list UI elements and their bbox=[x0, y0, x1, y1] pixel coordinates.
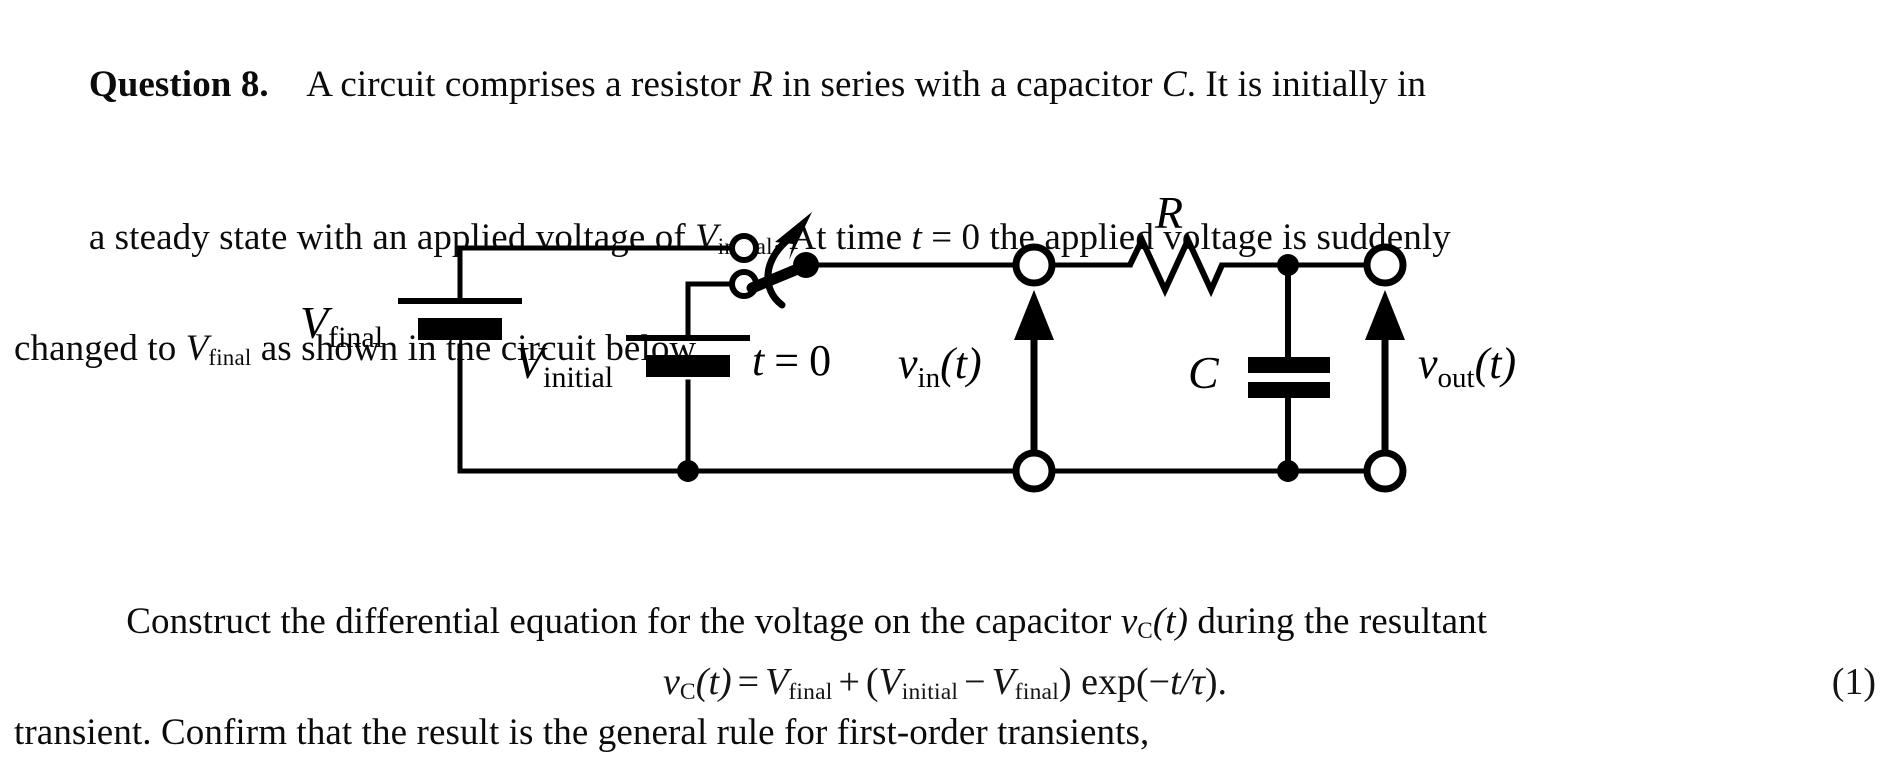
label-v-in-base: v bbox=[898, 339, 918, 388]
label-capacitor-C: C bbox=[1188, 347, 1220, 398]
port-vout-top[interactable] bbox=[1363, 243, 1407, 287]
v-final-base-inline: V bbox=[185, 328, 209, 370]
var-t-inline: t bbox=[911, 217, 922, 258]
label-v-initial: Vinitial bbox=[515, 337, 613, 394]
battery-vfinal-short-plate bbox=[418, 318, 502, 340]
eq-term2-base: V bbox=[878, 661, 902, 703]
label-v-final: Vfinal bbox=[300, 297, 383, 354]
intro-text-1a: A circuit comprises a resistor bbox=[306, 64, 751, 105]
var-C-inline: C bbox=[1161, 64, 1187, 105]
label-resistor-R: R bbox=[1154, 187, 1183, 238]
eq-term1-sub: final bbox=[788, 679, 833, 706]
intro-text-1c: . It is initially in bbox=[1186, 64, 1427, 105]
arrow-vout bbox=[1365, 290, 1405, 450]
eq-lhs-sub: C bbox=[679, 679, 696, 706]
question-label: Question 8. bbox=[88, 64, 269, 105]
eq-term2-sub: initial bbox=[901, 679, 959, 706]
arrow-vin bbox=[1014, 290, 1054, 450]
label-v-out-base: v bbox=[1418, 339, 1438, 388]
eq-term3-sub: final bbox=[1014, 679, 1059, 706]
intro-text-2a: a steady state with an applied voltage o… bbox=[88, 217, 696, 258]
switch-terminal-upper[interactable] bbox=[729, 233, 759, 263]
capacitor-plate-top bbox=[1248, 357, 1330, 373]
label-v-initial-base: V bbox=[515, 337, 548, 388]
eq-close-paren: ) bbox=[1058, 661, 1072, 703]
eq-minus: − bbox=[964, 661, 986, 703]
eq-exp-minus: − bbox=[1148, 661, 1171, 703]
arrow-vin-head bbox=[1014, 290, 1054, 340]
var-R-inline: R bbox=[750, 64, 773, 105]
label-v-in-sub: in bbox=[918, 362, 941, 394]
intro-line-3: changed to Vfinal as shown in the circui… bbox=[14, 323, 1876, 383]
label-switch-time-eq: = bbox=[774, 336, 799, 385]
eq-exp-slash: / bbox=[1180, 661, 1192, 703]
equation-row: vC(t)=Vfinal+(Vinitial−Vfinal) exp(−t/τ)… bbox=[14, 660, 1876, 720]
battery-vinitial-short-plate bbox=[646, 355, 730, 377]
construct-line-2: transient. Confirm that the result is th… bbox=[14, 712, 1150, 754]
label-switch-time: t=0 bbox=[752, 336, 831, 385]
eq-exp-t: t bbox=[1170, 661, 1181, 703]
battery-v-final bbox=[398, 298, 522, 340]
eq-lhs-arg: (t) bbox=[695, 661, 732, 703]
eq-plus: + bbox=[838, 661, 860, 703]
eq-exp-close: ). bbox=[1204, 661, 1227, 703]
arrow-vout-head bbox=[1365, 290, 1405, 340]
label-v-in-arg: (t) bbox=[940, 339, 982, 388]
construct-text-1b: during the resultant bbox=[1188, 601, 1488, 642]
eq-term1-base: V bbox=[765, 661, 789, 703]
label-v-in: vin(t) bbox=[898, 339, 982, 394]
eq-exp-tau: τ bbox=[1191, 661, 1205, 703]
label-v-out-sub: out bbox=[1438, 362, 1475, 394]
eq-term3-base: V bbox=[991, 661, 1015, 703]
zero-inline: 0 bbox=[961, 217, 981, 258]
label-v-final-sub: final bbox=[328, 321, 383, 354]
circuit-svg: Vfinal Vinitial bbox=[300, 187, 1516, 493]
vc-sub-inline: C bbox=[1137, 618, 1153, 644]
eq-exp: exp( bbox=[1081, 661, 1149, 703]
port-vin-top[interactable] bbox=[1012, 243, 1056, 287]
eq-sign-inline: = bbox=[921, 217, 962, 258]
label-v-out: vout(t) bbox=[1418, 339, 1516, 394]
switch-motion-arrowhead bbox=[775, 212, 812, 260]
construct-text-1a: Construct the differential equation for … bbox=[126, 601, 1121, 642]
port-vin-bottom[interactable] bbox=[1012, 449, 1056, 493]
switch-motion-arc bbox=[764, 234, 794, 309]
intro-text-3a: changed to bbox=[14, 328, 186, 370]
battery-vfinal-long-plate bbox=[398, 298, 522, 304]
label-switch-time-zero: 0 bbox=[809, 336, 831, 385]
vc-base-inline: v bbox=[1120, 601, 1138, 642]
construct-paragraph: Construct the differential equation for … bbox=[14, 545, 1876, 758]
eq-equals: = bbox=[737, 661, 760, 703]
port-vout-bottom[interactable] bbox=[1363, 449, 1407, 493]
label-v-initial-sub: initial bbox=[543, 361, 613, 394]
label-v-out-arg: (t) bbox=[1475, 339, 1517, 388]
circuit-diagram: Vfinal Vinitial bbox=[0, 160, 1888, 500]
intro-text-1b: in series with a capacitor bbox=[772, 64, 1162, 105]
resistor-zigzag bbox=[1127, 232, 1225, 298]
battery-v-initial bbox=[626, 335, 750, 377]
v-final-sub-inline: final bbox=[208, 345, 252, 371]
eq-open-paren: ( bbox=[865, 661, 879, 703]
switch-blade[interactable] bbox=[746, 262, 806, 294]
eq-lhs-base: v bbox=[663, 661, 680, 703]
intro-line-1: Question 8. A circuit comprises a resist… bbox=[14, 8, 1876, 161]
equation-number: (1) bbox=[1831, 661, 1876, 703]
construct-line-1: Construct the differential equation for … bbox=[14, 545, 1876, 707]
capacitor-C bbox=[1248, 357, 1330, 398]
vc-arg-inline: (t) bbox=[1152, 601, 1189, 642]
label-v-final-base: V bbox=[300, 297, 333, 348]
equation-1-body: vC(t)=Vfinal+(Vinitial−Vfinal) exp(−t/τ)… bbox=[14, 660, 1876, 706]
capacitor-plate-bottom bbox=[1248, 382, 1330, 398]
battery-vinitial-long-plate bbox=[626, 335, 750, 341]
label-switch-time-t: t bbox=[752, 336, 766, 385]
